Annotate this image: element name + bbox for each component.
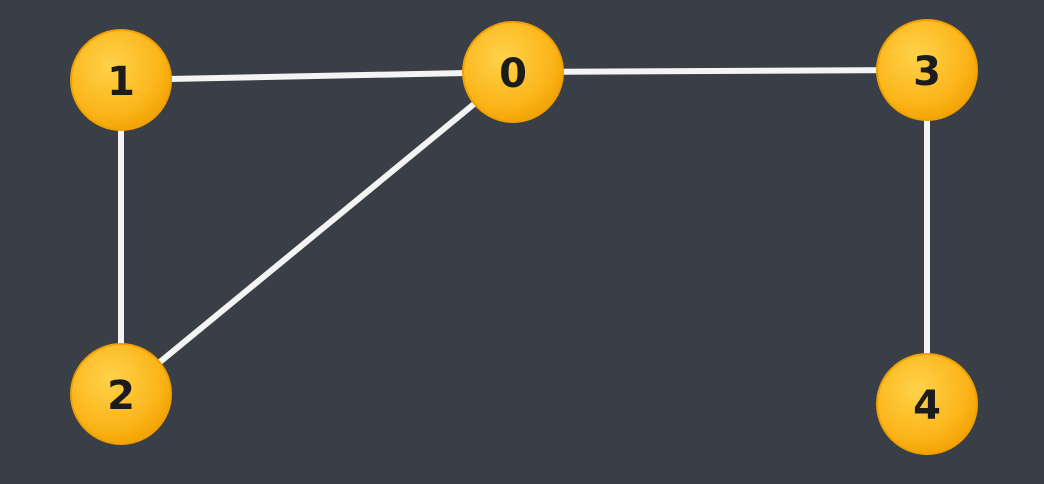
node-1: 1 [70, 29, 172, 131]
node-2-circle [70, 343, 172, 445]
node-2-label: 2 [107, 373, 135, 419]
node-0: 0 [462, 21, 564, 123]
edges-group [118, 67, 930, 407]
edge-1-0 [118, 69, 516, 83]
node-3-label: 3 [913, 49, 941, 95]
edge-0-2 [118, 69, 516, 397]
nodes-group: 0 1 2 3 4 [70, 19, 978, 455]
node-0-label: 0 [499, 51, 527, 97]
node-2: 2 [70, 343, 172, 445]
node-0-circle [462, 21, 564, 123]
node-1-circle [70, 29, 172, 131]
node-3: 3 [876, 19, 978, 121]
node-4-label: 4 [913, 383, 941, 429]
node-4-circle [876, 353, 978, 455]
node-1-label: 1 [107, 59, 135, 105]
node-4: 4 [876, 353, 978, 455]
node-3-circle [876, 19, 978, 121]
edge-0-3 [510, 67, 930, 75]
